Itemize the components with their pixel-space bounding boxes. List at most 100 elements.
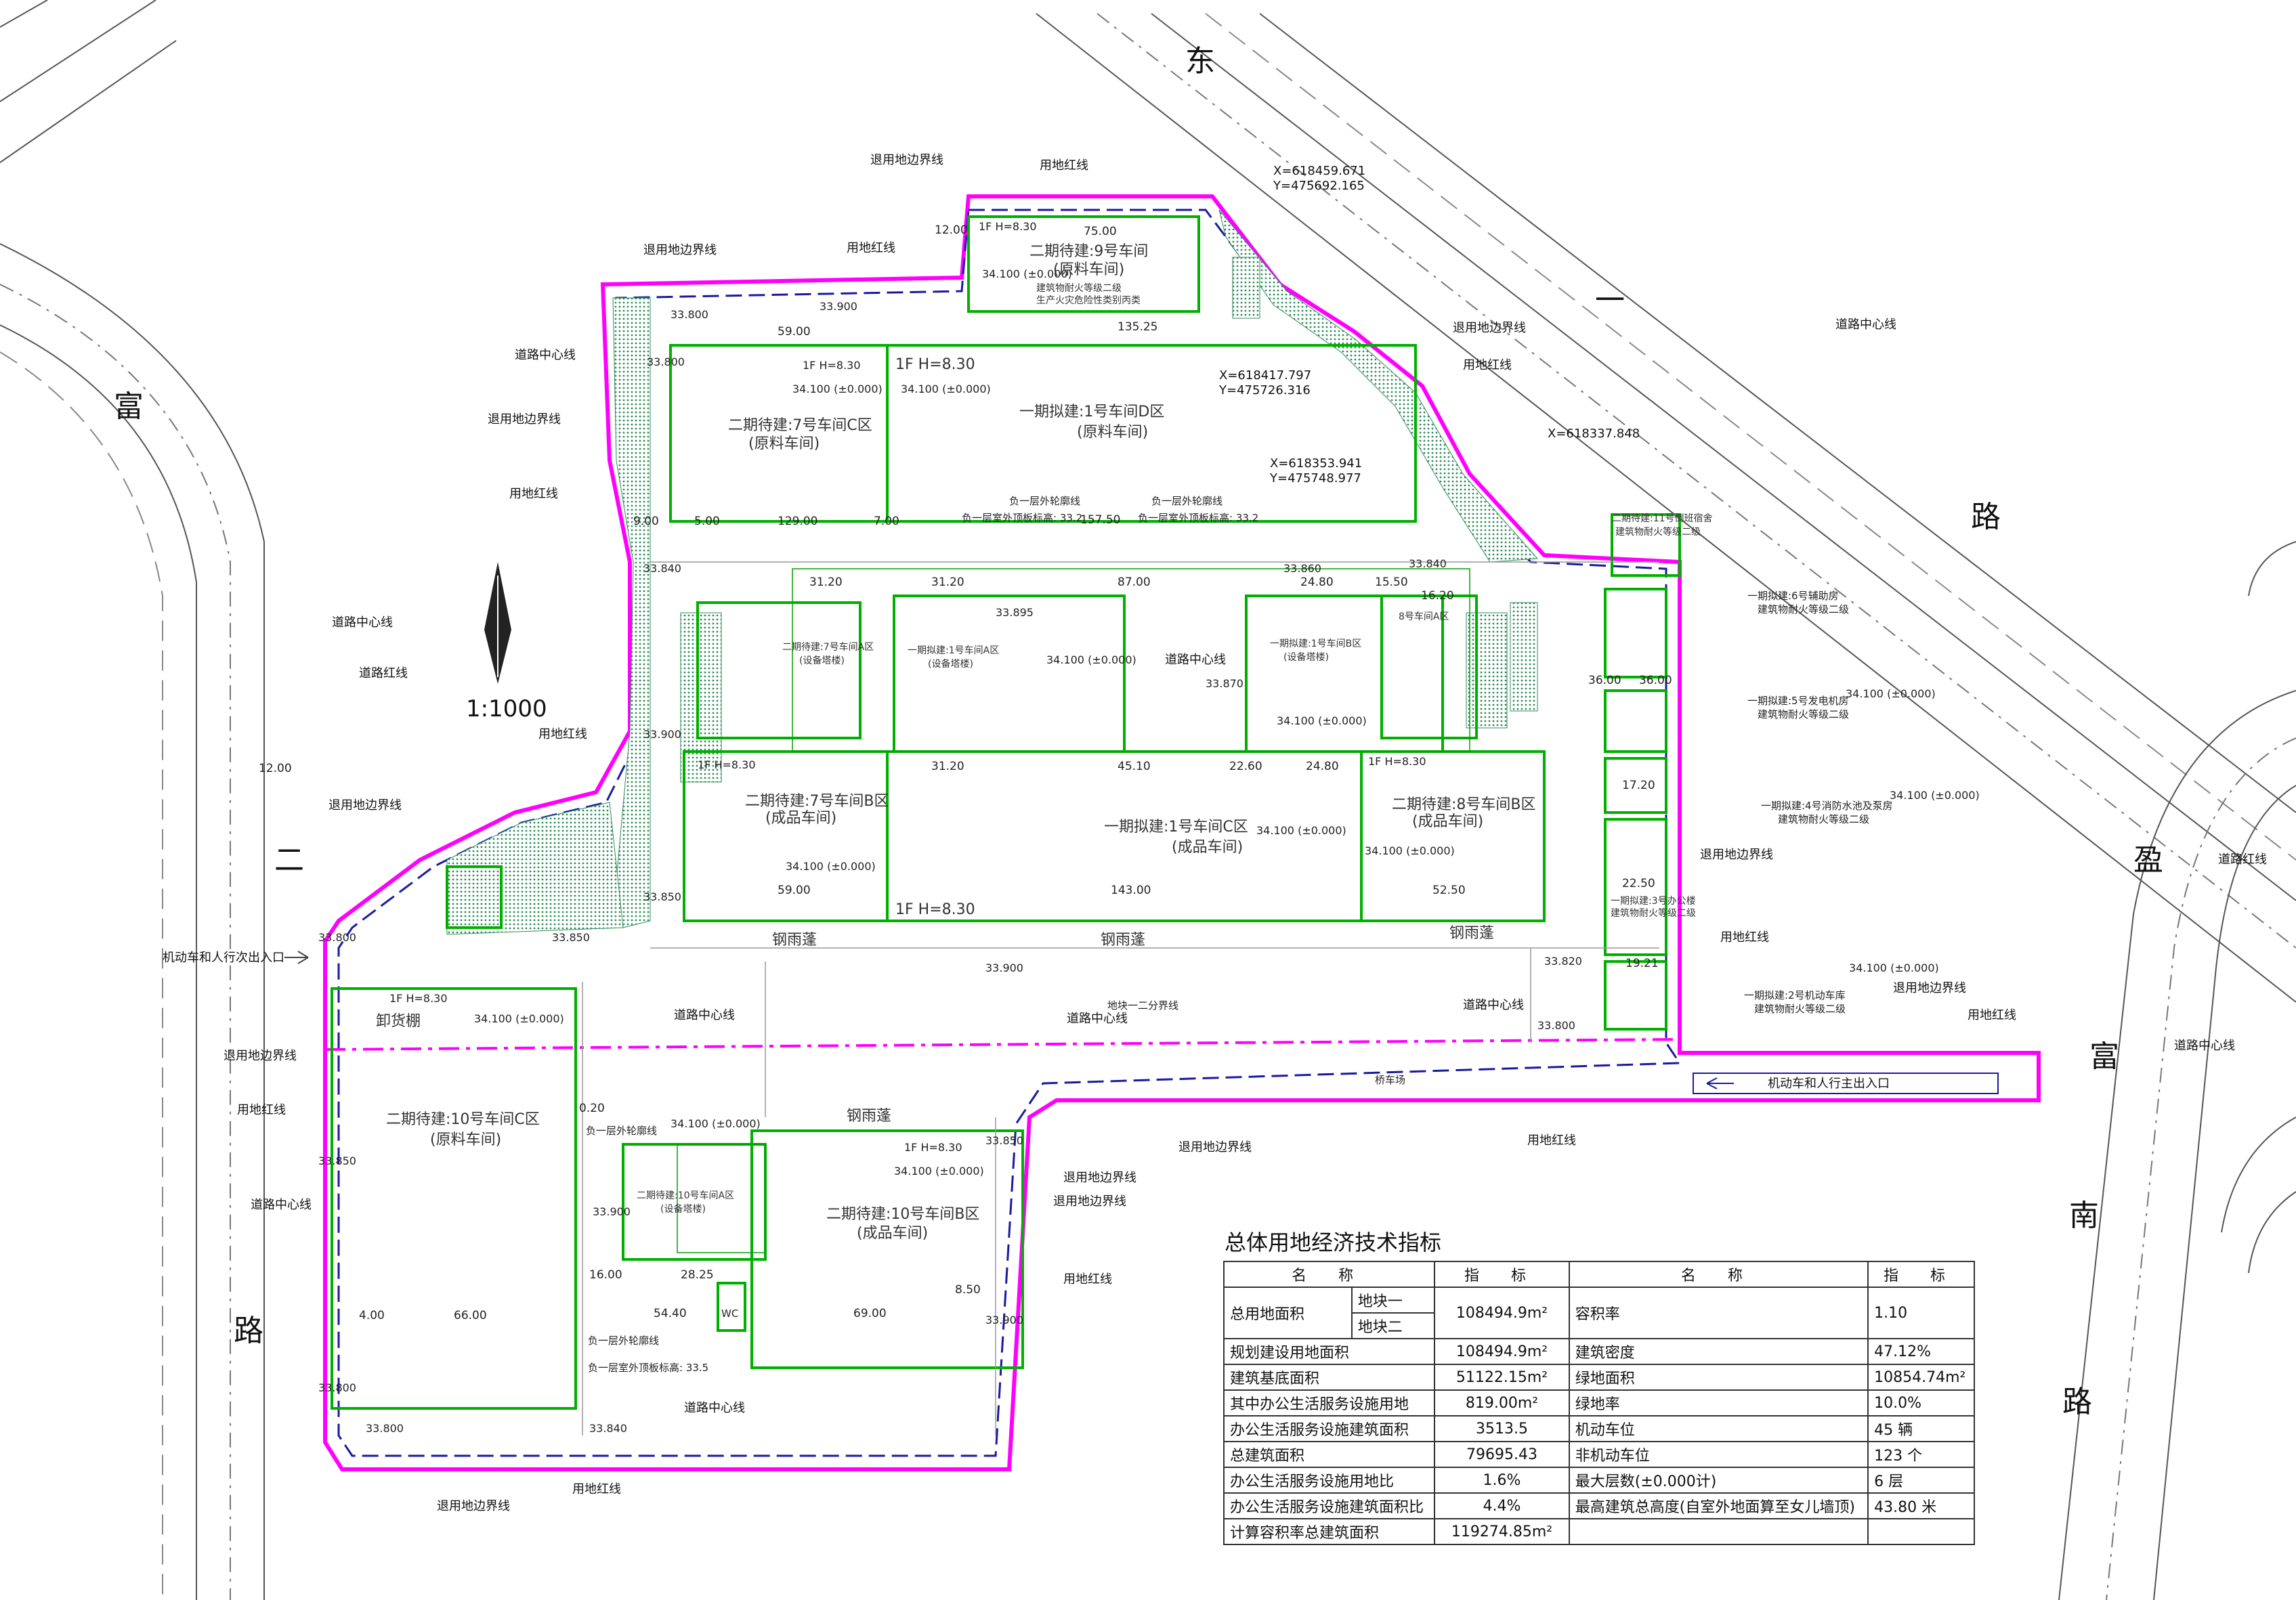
dim: 59.00 <box>778 325 811 339</box>
header-name: 名 称 <box>1223 1261 1436 1288</box>
dim: 8.50 <box>955 1283 981 1297</box>
building-9-name: 二期待建:9号车间 <box>1029 243 1148 260</box>
table-title: 总体用地经济技术指标 <box>1225 1230 1442 1255</box>
cell-value: 1.6% <box>1434 1467 1570 1494</box>
building-1c-height: 1F H=8.30 <box>895 901 975 918</box>
building-1d-height: 1F H=8.30 <box>895 356 975 373</box>
wc-label: WC <box>721 1307 738 1320</box>
dim: 7.00 <box>874 515 899 528</box>
shed-label: 卸货棚 <box>376 1013 421 1030</box>
elevation-point: 33.870 <box>1206 677 1243 690</box>
cell-name2 <box>1568 1518 1869 1545</box>
table-header-row: 名 称 指 标 名 称 指 标 <box>1223 1261 1975 1288</box>
building-9-use: (原料车间) <box>1053 261 1124 278</box>
building-1d-use: (原料车间) <box>1077 424 1148 441</box>
basement-notes: 负一层外轮廓线 负一层室外顶板标高: 33.2 负一层外轮廓线 负一层室外顶板标… <box>586 495 1258 1374</box>
elevation-mark: 34.100 (±0.000) <box>1846 687 1936 700</box>
basement-outline-note: 负一层外轮廓线 <box>1151 495 1223 507</box>
road-name-yingfu-2: 富 <box>2089 1039 2119 1074</box>
building-1a-use: (设备塔楼) <box>928 658 973 670</box>
header-name: 名 称 <box>1568 1261 1869 1288</box>
cell-sub: 地块二 <box>1351 1312 1436 1339</box>
label-centerline: 道路中心线 <box>1067 1012 1128 1026</box>
label-centerline: 道路中心线 <box>1835 318 1896 332</box>
cell-value: 3513.5 <box>1434 1415 1570 1442</box>
road-name-yingfu-3: 南 <box>2069 1198 2099 1233</box>
label-setback: 退用地边界线 <box>1893 981 1966 995</box>
label-redline: 用地红线 <box>1527 1133 1576 1148</box>
label-setback: 退用地边界线 <box>1053 1194 1126 1209</box>
cell-name: 办公生活服务设施用地比 <box>1223 1467 1436 1494</box>
coord-y: Y=475726.316 <box>1218 383 1311 397</box>
basement-slab-note: 负一层室外顶板标高: 33.5 <box>588 1362 708 1374</box>
basement-slab-note: 负一层室外顶板标高: 33.2 <box>962 512 1082 524</box>
elevation-mark: 34.100 (±0.000) <box>1256 824 1346 837</box>
label-redline: 用地红线 <box>538 727 587 741</box>
cell-name: 总建筑面积 <box>1223 1441 1436 1468</box>
coordinates: X=618459.671 Y=475692.165 X=618417.797 Y… <box>1218 164 1640 485</box>
dim: 22.60 <box>1229 760 1262 773</box>
building-5-name: 一期拟建:5号发电机房 <box>1747 695 1849 707</box>
label-setback: 退用地边界线 <box>328 798 402 813</box>
table-row: 办公生活服务设施建筑面积比 4.4% 最高建筑总高度(自室外地面算至女儿墙顶) … <box>1223 1492 1975 1519</box>
label-setback: 退用地边界线 <box>870 153 943 167</box>
cell-value2: 43.80 米 <box>1867 1492 1975 1519</box>
label-redline: 用地红线 <box>1720 930 1769 945</box>
scale-label: 1:1000 <box>466 695 547 722</box>
cell-name2: 最高建筑总高度(自室外地面算至女儿墙顶) <box>1568 1492 1869 1519</box>
label-redline: 用地红线 <box>572 1482 621 1496</box>
label-plot-boundary: 地块一二分界线 <box>1107 999 1178 1012</box>
label-redline: 用地红线 <box>509 487 558 501</box>
coord-y: Y=475692.165 <box>1273 179 1365 193</box>
table-row: 地块二 <box>1224 1312 1974 1339</box>
dim: 5.00 <box>694 515 720 528</box>
elevation-point: 33.900 <box>985 961 1023 974</box>
label-entrance-sub: 机动车和人行次出入口 <box>163 951 284 965</box>
label-bridge: 桥车场 <box>1375 1074 1405 1086</box>
indicator-grid: 名 称 指 标 名 称 指 标 总用地面积 地块一 108494.9m² 容积率… <box>1223 1261 1975 1545</box>
canopy-label: 钢雨蓬 <box>1101 932 1145 949</box>
building-7a-use: (设备塔楼) <box>799 655 845 666</box>
label-road-redline: 道路红线 <box>2218 852 2267 867</box>
coord-x: X=618353.941 <box>1270 456 1362 471</box>
cell-value2: 6 层 <box>1867 1467 1975 1494</box>
dim: 52.50 <box>1432 884 1466 897</box>
table-row: 计算容积率总建筑面积 119274.85m² <box>1223 1518 1975 1545</box>
label-setback: 退用地边界线 <box>437 1499 510 1513</box>
cell-value2: 1.10 <box>1867 1287 1975 1339</box>
table-row: 总用地面积 地块一 108494.9m² 容积率 1.10 <box>1223 1287 1975 1339</box>
basement-outline-note: 负一层外轮廓线 <box>1009 495 1080 507</box>
entrances <box>284 951 1999 1094</box>
dim: 19.21 <box>1625 957 1659 970</box>
label-redline: 用地红线 <box>237 1103 286 1117</box>
table-row: 建筑基底面积 51122.15m² 绿地面积 10854.74m² <box>1223 1364 1975 1391</box>
building-8b-height: 1F H=8.30 <box>1368 755 1426 768</box>
elevation-mark: 34.100 (±0.000) <box>901 383 991 395</box>
cell-sub: 地块一 <box>1351 1287 1436 1314</box>
dimensions: 75.00 135.25 59.00 157.50 129.00 87.00 3… <box>259 223 1672 1322</box>
road-names: 东 一 路 富 二 路 盈 富 南 路 <box>114 44 2163 1419</box>
elevation-point: 33.895 <box>996 606 1034 619</box>
dim: 54.40 <box>654 1307 687 1320</box>
road-name-fuer-3: 路 <box>234 1314 263 1348</box>
label-setback: 退用地边界线 <box>1700 848 1773 862</box>
elevation-mark: 34.100 (±0.000) <box>1046 653 1136 666</box>
cell-value: 4.4% <box>1434 1492 1570 1519</box>
elevation-point: 33.840 <box>1409 557 1447 570</box>
coord-x: X=618417.797 <box>1219 368 1311 383</box>
dim: 15.50 <box>1375 576 1408 589</box>
dim: 31.20 <box>809 576 843 589</box>
cell-value2: 123 个 <box>1867 1441 1975 1468</box>
label-centerline: 道路中心线 <box>1165 653 1226 667</box>
basement-outline-note: 负一层外轮廓线 <box>586 1125 657 1137</box>
elevation-mark: 34.100 (±0.000) <box>786 860 876 873</box>
building-11-fire: 建筑物耐火等级二级 <box>1615 526 1701 538</box>
elevation-point: 33.900 <box>643 728 681 741</box>
dim: 9.00 <box>633 515 659 528</box>
dim: 12.00 <box>259 762 292 775</box>
building-1a-name: 一期拟建:1号车间A区 <box>908 645 999 656</box>
table-row: 规划建设用地面积 108494.9m² 建筑密度 47.12% <box>1223 1338 1975 1365</box>
building-10c-height: 1F H=8.30 <box>389 992 448 1005</box>
